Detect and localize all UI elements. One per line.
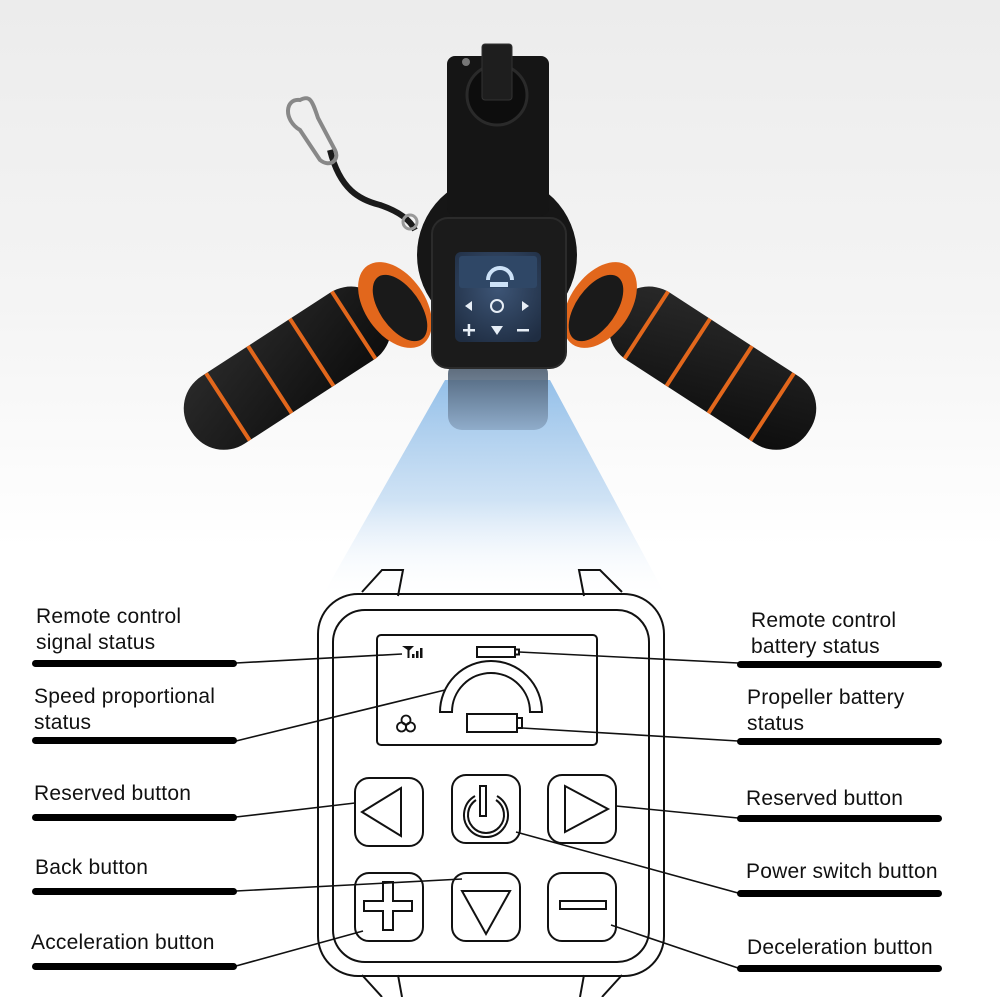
label-back-button: Back button: [35, 855, 148, 881]
underline-reserved-right: [737, 815, 942, 822]
label-line: Speed proportional: [34, 685, 216, 708]
propeller-battery-icon: [466, 713, 523, 733]
label-line: Remote control: [751, 609, 897, 632]
leader-lines: [235, 651, 739, 969]
underline-back-button: [32, 888, 237, 895]
gopro-mount: [481, 43, 513, 101]
back-button[interactable]: [451, 872, 521, 942]
signal-icon: [402, 646, 423, 658]
label-line: Remote control: [36, 605, 182, 628]
underline-signal-status: [32, 660, 237, 667]
underline-acceleration-button: [32, 963, 237, 970]
underline-deceleration-button: [737, 965, 942, 972]
strap-lug-bottom-right: [579, 974, 623, 997]
underline-rc-battery-status: [737, 661, 942, 668]
acceleration-button[interactable]: [354, 872, 424, 942]
label-propeller-battery-status: Propeller battery status: [747, 685, 904, 737]
left-grip: [183, 286, 392, 450]
carabiner-icon: [286, 96, 339, 166]
mini-buttons: [463, 299, 529, 336]
label-rc-battery-status: Remote control battery status: [751, 608, 896, 660]
display-screen: [376, 634, 598, 746]
reserved-left-button[interactable]: [354, 777, 424, 847]
right-grip: [608, 286, 817, 450]
underline-propeller-battery-status: [737, 738, 942, 745]
underline-speed-status: [32, 737, 237, 744]
rc-battery-icon: [476, 646, 520, 658]
device-reflection: [448, 360, 548, 430]
label-acceleration-button: Acceleration button: [31, 930, 215, 956]
label-line: battery status: [751, 635, 880, 658]
power-switch-button[interactable]: [451, 774, 521, 844]
reserved-right-button[interactable]: [547, 774, 617, 844]
label-line: Propeller battery: [747, 686, 905, 709]
strap-lug-top-right: [577, 569, 623, 597]
lanyard: [327, 149, 418, 232]
label-line: Back button: [35, 856, 149, 879]
label-reserved-left: Reserved button: [34, 781, 191, 807]
label-line: Reserved button: [34, 782, 192, 805]
label-line: Deceleration button: [747, 936, 933, 959]
label-reserved-right: Reserved button: [746, 786, 903, 812]
label-line: Acceleration button: [31, 931, 215, 954]
label-line: status: [747, 712, 805, 735]
remote-outer-body: [317, 593, 665, 977]
label-deceleration-button: Deceleration button: [747, 935, 933, 961]
device-photo: [183, 43, 817, 600]
label-speed-status: Speed proportional status: [34, 684, 215, 736]
speed-gauge-icon: [438, 660, 544, 713]
strap-lug-top-left: [361, 569, 405, 597]
strap-lug-bottom-left: [361, 974, 403, 997]
underline-power-switch-button: [737, 890, 942, 897]
remote-inner-body: [332, 609, 650, 963]
label-power-switch-button: Power switch button: [746, 859, 938, 885]
label-signal-status: Remote control signal status: [36, 604, 181, 656]
label-line: Reserved button: [746, 787, 904, 810]
deceleration-button[interactable]: [547, 872, 617, 942]
label-line: status: [34, 711, 92, 734]
propeller-icon: [396, 714, 416, 733]
label-line: Power switch button: [746, 860, 938, 883]
light-beam: [320, 380, 668, 600]
label-line: signal status: [36, 631, 156, 654]
underline-reserved-left: [32, 814, 237, 821]
